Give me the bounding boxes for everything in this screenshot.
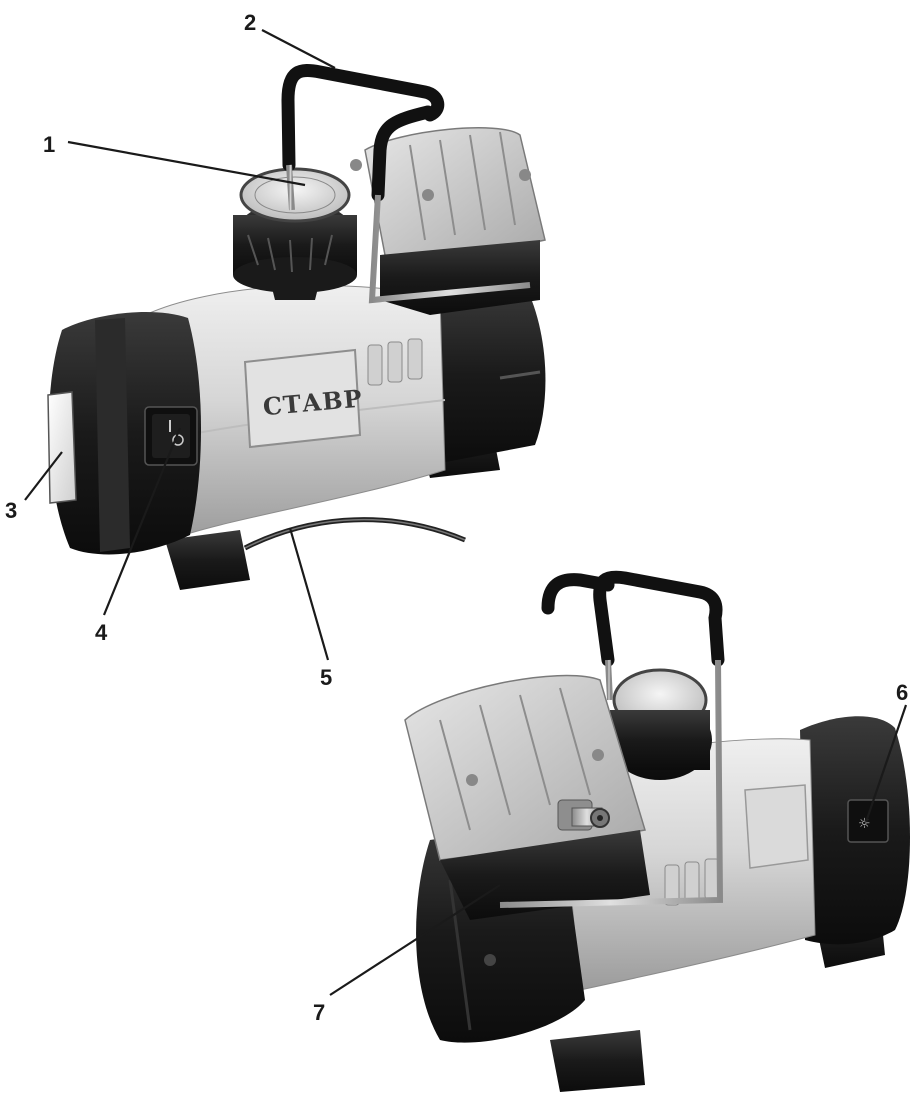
brand-plate <box>243 348 362 449</box>
callout-4-label: 4 <box>95 620 108 645</box>
light-icon: ☼ <box>858 816 871 832</box>
compressor-rear-view: ☼ <box>404 570 910 1092</box>
callout-7-label: 7 <box>313 1000 325 1025</box>
led-lamp <box>47 391 77 504</box>
callout-1: 1 <box>43 132 306 187</box>
cylinder-head-rear <box>404 674 646 861</box>
pressure-gauge <box>233 167 357 300</box>
callout-2: 2 <box>244 10 336 69</box>
carry-handle-rear[interactable] <box>499 570 725 908</box>
callout-5: 5 <box>288 527 332 690</box>
compressor-front-view: СТАВР <box>47 63 546 590</box>
callout-7: 7 <box>313 884 501 1025</box>
vent-slots-rear <box>664 858 720 906</box>
callout-1-label: 1 <box>43 132 55 157</box>
callout-3-label: 3 <box>5 498 17 523</box>
air-outlet-fitting <box>557 799 610 831</box>
vent-slots <box>367 338 423 386</box>
callout-6: 6 <box>864 680 908 823</box>
front-foot <box>165 530 250 590</box>
callout-5-label: 5 <box>320 665 332 690</box>
callout-2-label: 2 <box>244 10 256 35</box>
carry-handle[interactable] <box>281 63 531 304</box>
callout-3: 3 <box>5 451 63 523</box>
front-foot-bottom <box>550 1030 645 1092</box>
head-base-rear <box>440 830 650 920</box>
power-switch[interactable] <box>144 406 198 466</box>
rear-housing <box>420 285 546 465</box>
callout-4: 4 <box>95 427 182 645</box>
pressure-gauge-rear <box>608 668 712 780</box>
light-switch[interactable]: ☼ <box>847 799 889 843</box>
callout-6-label: 6 <box>896 680 908 705</box>
